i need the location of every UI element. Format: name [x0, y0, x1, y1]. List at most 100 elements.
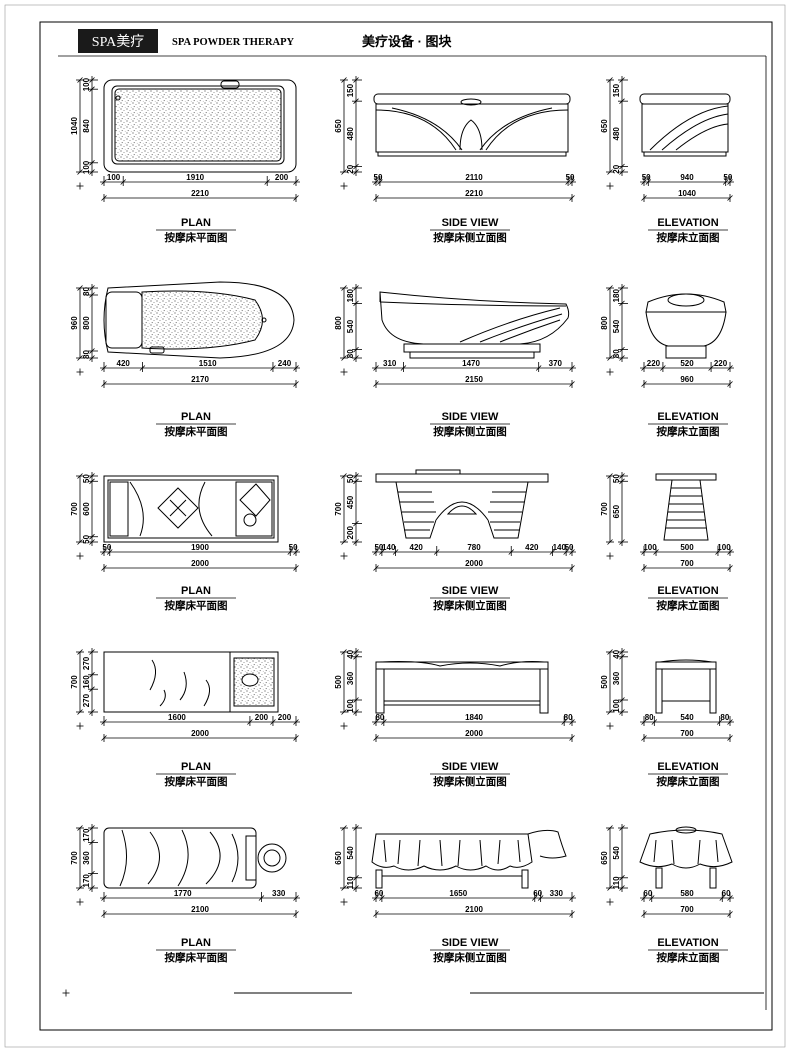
row2-plan-hdim-label: 1510	[199, 359, 217, 368]
row2-side-hdim-tick	[569, 365, 575, 371]
row4-elev-htotal-label: 700	[680, 729, 694, 738]
row3-elev-hdim-label: 100	[717, 543, 731, 552]
row1-plan-vdim-tick	[89, 86, 95, 92]
header-title-cn: 美疗设备 · 图块	[362, 34, 453, 49]
row1-plan-caption-cn: 按摩床平面图	[165, 231, 228, 244]
row5-plan-vdim-tick	[89, 825, 95, 831]
row4-side-vdim-label: 100	[346, 699, 355, 713]
row1-elev-hdim-tick	[641, 179, 647, 185]
row4-side-hdim-label: 1840	[465, 713, 483, 722]
row4-elev-hdim-label: 80	[645, 713, 654, 722]
row2-plan-hdim-tick	[270, 365, 276, 371]
row5-plan-vdim-tick	[89, 885, 95, 891]
row1-elev-vdim-tick	[619, 169, 625, 175]
row5-side-vdim-tick	[353, 885, 359, 891]
row3-plan-hdim-label: 50	[102, 543, 111, 552]
row5-elev-hdim-tick	[719, 895, 726, 901]
row1-side-vdim-label: 480	[346, 127, 355, 141]
row2-elev-vdim-tick	[619, 355, 625, 361]
row2-elev-hdim-tick	[727, 365, 733, 371]
row2-side-vtotal-label: 800	[334, 316, 343, 330]
row1-elev-vdim-tick	[619, 98, 625, 104]
row2-elev-vtotal-label: 800	[600, 316, 609, 330]
row5-side-hdim-tick	[373, 895, 379, 901]
row1-side-hdim-tick	[373, 179, 379, 185]
row2-plan-drawing	[103, 281, 295, 359]
row3-plan-hdim-tick	[287, 549, 294, 555]
row5-side-hdim-tick	[379, 895, 385, 901]
row3-side-hdim-label: 50	[374, 543, 383, 552]
row3-elev-vdim-tick	[619, 539, 625, 545]
row5-side-hdim-label: 60	[374, 889, 383, 898]
row1-side-vtotal-label: 650	[334, 119, 343, 133]
row1-side-hdim-tick	[569, 179, 575, 185]
row4-side-hdim-tick	[381, 719, 387, 725]
row3-side-hdim-label: 780	[467, 543, 481, 552]
row5-side-vdim-label: 540	[346, 846, 355, 860]
row5-plan-vdim-label: 170	[82, 828, 91, 842]
row2-elev-vdim-tick	[619, 346, 625, 353]
row3-side-vtotal-label: 700	[334, 502, 343, 516]
header-title-en: SPA POWDER THERAPY	[172, 37, 295, 48]
row1-side-hdim-label: 50	[566, 173, 575, 182]
row3-elev-vdim-tick	[619, 473, 625, 479]
row4-side-vdim-tick	[353, 709, 359, 715]
row3-side-hdim-tick	[508, 549, 515, 555]
row3-side-hdim-tick	[433, 549, 440, 555]
row2-elev-caption-en: ELEVATION	[657, 411, 718, 423]
row5-elev-vdim-tick	[619, 885, 625, 891]
row1-elev-hdim-tick	[722, 179, 729, 185]
row3-side-hdim-label: 140	[382, 543, 396, 552]
row1-side-hdim-label: 2110	[465, 173, 483, 182]
row2-plan-vtotal-label: 960	[70, 316, 79, 330]
row3-plan-hdim-label: 1900	[191, 543, 209, 552]
row2-plan-hdim-tick	[101, 365, 107, 371]
row4-side-hdim-tick	[569, 719, 575, 725]
row1-side-htotal-label: 2210	[465, 189, 483, 198]
logo-text: SPA美疗	[92, 34, 144, 50]
row2-plan-vdim-tick	[89, 292, 95, 298]
row3-plan-htotal-label: 2000	[191, 559, 209, 568]
row2-side-hdim-label: 310	[383, 359, 397, 368]
row4-side-vdim-tick	[353, 697, 359, 703]
row2-elev-htotal-label: 960	[680, 375, 694, 384]
row5-elev-caption-cn: 按摩床立面图	[657, 951, 720, 964]
row2-side-vdim-label: 540	[346, 319, 355, 333]
row1-plan-hdim-label: 100	[107, 173, 121, 182]
row1-plan-hdim-tick	[120, 179, 126, 185]
row5-elev-hdim-tick	[648, 895, 655, 901]
row3-side-hdim-tick	[549, 549, 556, 555]
row5-side-hdim-label: 330	[550, 889, 564, 898]
row1-plan-vdim-tick	[89, 77, 95, 83]
row3-side-drawing	[375, 469, 549, 539]
row1-elev-hdim-tick	[727, 179, 733, 185]
row1-plan-vtotal-label: 1040	[70, 117, 79, 135]
row4-plan-vdim-tick	[89, 672, 95, 678]
row5-side-hdim-tick	[537, 895, 544, 901]
row3-elevation-drawing	[655, 473, 717, 541]
row5-plan-caption-en: PLAN	[181, 937, 211, 949]
row3-side-hdim-tick	[569, 549, 575, 555]
row2-plan-vdim-label: 80	[82, 350, 91, 359]
row2-side-hdim-tick	[535, 365, 542, 371]
row5-elev-caption-en: ELEVATION	[657, 937, 718, 949]
row1-plan-hdim-label: 1910	[186, 173, 204, 182]
row4-plan-hdim-label: 200	[278, 713, 292, 722]
row1-elev-caption-en: ELEVATION	[657, 217, 718, 229]
row5-side-hdim-tick	[569, 895, 575, 901]
row2-elev-vdim-tick	[619, 300, 625, 307]
row4-elev-vdim-tick	[619, 649, 625, 655]
row2-plan-hdim-tick	[293, 365, 299, 371]
row2-plan-hdim-label: 420	[117, 359, 131, 368]
row2-side-hdim-tick	[400, 365, 407, 371]
row1-side-vdim-tick	[353, 98, 359, 104]
row5-elev-htotal-label: 700	[680, 905, 694, 914]
row5-plan-vtotal-label: 700	[70, 851, 79, 865]
row3-plan-hdim-tick	[101, 549, 107, 555]
row2-side-hdim-label: 370	[549, 359, 563, 368]
row2-elev-vdim-label: 540	[612, 319, 621, 333]
row5-plan-vdim-tick	[89, 839, 95, 846]
row2-side-caption-en: SIDE VIEW	[442, 411, 499, 423]
row1-elev-vdim-tick	[619, 77, 625, 83]
